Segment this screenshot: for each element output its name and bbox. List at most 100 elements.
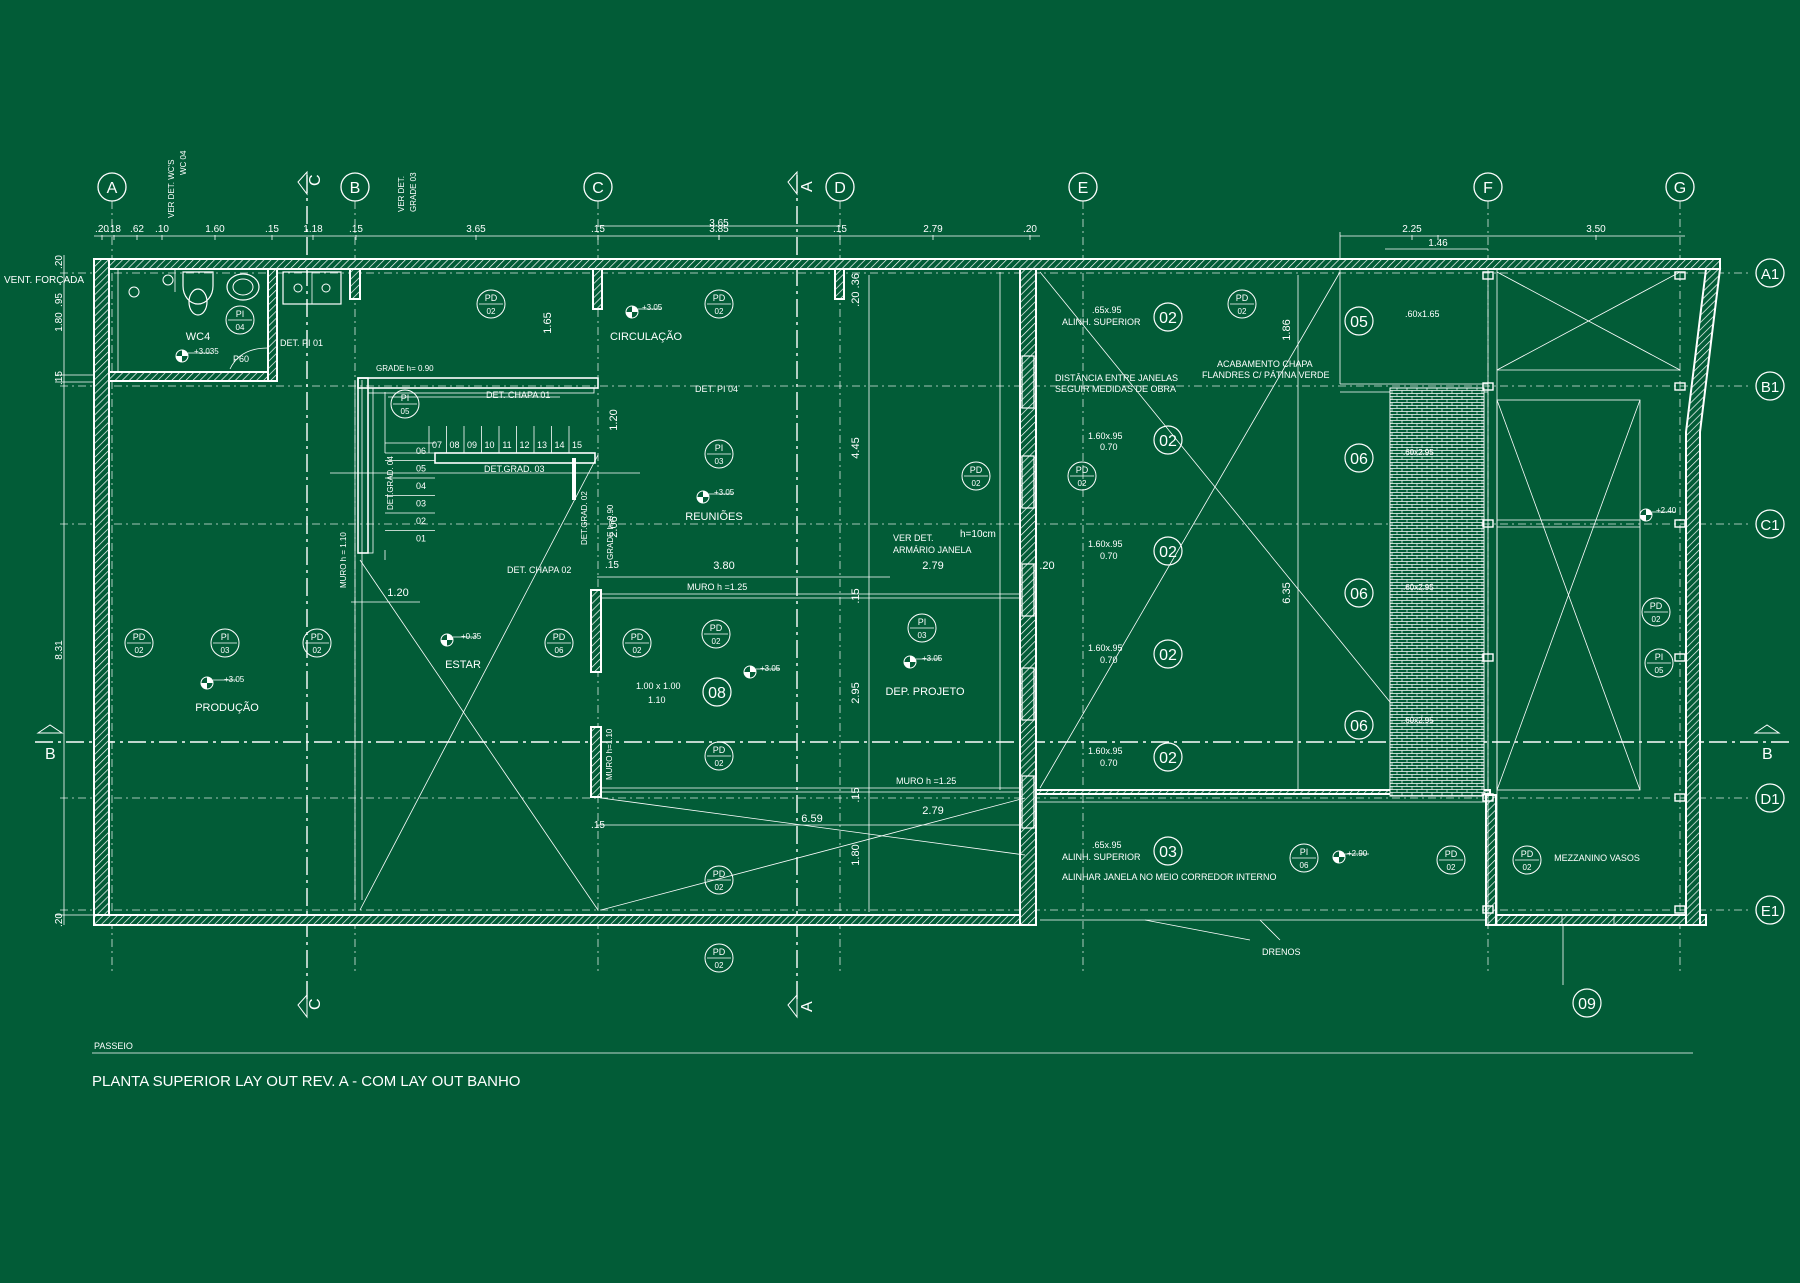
finish-tag-number: 02	[715, 307, 724, 316]
annotation-text: 0.70	[1100, 758, 1118, 768]
annotation-text: 0.70	[1100, 442, 1118, 452]
room-name: WC4	[186, 331, 210, 343]
grid-bubble-label: D1	[1760, 791, 1779, 808]
dimension-text: 8.31	[54, 640, 65, 660]
annotation-text: ALINHAR JANELA NO MEIO CORREDOR INTERNO	[1062, 872, 1277, 882]
stair-step-number: 12	[519, 440, 529, 450]
window-tag: 02	[1153, 425, 1183, 455]
stair-step-number: 13	[537, 440, 547, 450]
dimension-lines	[55, 225, 1685, 925]
room-name: DEP. PROJETO	[885, 686, 965, 698]
grid-bubble-e: E	[1068, 172, 1098, 202]
finish-tag-code: PD	[133, 632, 146, 642]
finish-tag-code: PD	[1076, 465, 1089, 475]
dimension-text: 6.59	[801, 813, 822, 825]
stair-step-number: 08	[449, 440, 459, 450]
annotation-text: 1.60x.95	[1088, 539, 1123, 549]
window-tag: 02	[1153, 742, 1183, 772]
section-label: A	[799, 181, 816, 192]
section-axes	[35, 175, 1790, 1000]
finish-tag-number: 02	[715, 759, 724, 768]
dimension-text: 2.06	[608, 516, 620, 537]
finish-tag-number: 02	[1652, 615, 1661, 624]
dimension-text: .20	[54, 913, 65, 927]
annotation-text: DISTÂNCIA ENTRE JANELAS	[1055, 373, 1178, 383]
grid-bubble-c: C	[583, 172, 613, 202]
finish-tag-number: 02	[135, 646, 144, 655]
grid-bubble-label: D	[834, 180, 846, 197]
annotation-text: h=10cm	[960, 529, 996, 540]
annotation-text: ACABAMENTO CHAPA	[1217, 359, 1313, 369]
dimension-text: 3.65	[709, 218, 729, 229]
dimension-text: 2.95	[850, 682, 862, 703]
annotation-text: .60x1.65	[1405, 309, 1440, 319]
grid-lines	[60, 201, 1752, 975]
dimension-text: .10	[155, 224, 169, 235]
dimension-text: .15	[605, 560, 619, 571]
level-marker-icon	[903, 655, 940, 669]
annotation-text: 1.60x.95	[1088, 746, 1123, 756]
passeio-label: PASSEIO	[94, 1041, 133, 1051]
annotation-text: FLANDRES C/ PÁTINA VERDE	[1202, 370, 1330, 380]
dimension-text: .15	[349, 224, 363, 235]
grid-bubble-label: C	[592, 180, 604, 197]
dimension-text: 1.80	[54, 312, 65, 332]
grid-bubble-d: D	[825, 172, 855, 202]
finish-tag-code: PI	[1300, 847, 1309, 857]
annotation-text: ARMÁRIO JANELA	[893, 545, 972, 555]
annotation-text: DET. PI 01	[280, 338, 323, 348]
grid-bubble-label: A	[107, 180, 118, 197]
window-tag: 06	[1344, 578, 1374, 608]
level-marker-icon	[696, 490, 733, 504]
annotation-text: VER DET.	[397, 176, 406, 212]
level-marker-icon	[1332, 850, 1369, 864]
dimension-text: 4.45	[850, 437, 862, 458]
annotation-text: VER DET. WC'S	[167, 160, 176, 218]
grid-bubble-a: A	[97, 172, 127, 202]
annotation-text: DRENOS	[1262, 947, 1301, 957]
annotation-text: 1.00 x 1.00	[636, 681, 681, 691]
dimension-text: 3.80	[713, 560, 734, 572]
annotation-text: .65x.95	[1092, 305, 1122, 315]
dimension-text: .15	[54, 371, 65, 385]
dimension-text: 1.46	[1428, 238, 1448, 249]
dimension-text: .15	[591, 820, 605, 831]
window-tag-number: 06	[1350, 718, 1368, 735]
annotation-text: VER DET.	[893, 533, 934, 543]
annotation-text: VENT. FORÇADA	[4, 275, 84, 286]
stair-step-number: 04	[416, 481, 426, 491]
annotation-text: ALINH. SUPERIOR	[1062, 317, 1141, 327]
dimension-text: 1.65	[542, 312, 554, 333]
stair-step-number: 06	[416, 446, 426, 456]
grid-bubble-label: B1	[1761, 379, 1779, 396]
drawing-title: PLANTA SUPERIOR LAY OUT REV. A - COM LAY…	[92, 1073, 520, 1090]
finish-tag-number: 05	[401, 407, 410, 416]
window-tag: 08	[702, 677, 732, 707]
dimension-text: .20	[1039, 560, 1054, 572]
dimension-text: .18	[107, 224, 121, 235]
section-marker-a-top: A	[787, 170, 816, 196]
annotation-text: +3.05	[922, 654, 943, 663]
annotation-text: WC 04	[179, 150, 188, 175]
dimension-text: .15	[833, 224, 847, 235]
window-tag: 02	[1153, 536, 1183, 566]
annotation-text: 1.60x.95	[1088, 643, 1123, 653]
annotation-text: GRADE 03	[409, 172, 418, 212]
finish-tag-number: 04	[236, 323, 245, 332]
window-tag: 02	[1153, 639, 1183, 669]
window-tag-number: 05	[1350, 314, 1368, 331]
grid-bubble-label: C1	[1760, 517, 1779, 534]
section-marker-c-bottom: C	[297, 993, 324, 1019]
window-tag-number: 08	[708, 685, 726, 702]
dimension-text: 2.79	[922, 560, 943, 572]
annotation-text: +0.35	[461, 632, 482, 641]
posts	[1482, 271, 1686, 914]
